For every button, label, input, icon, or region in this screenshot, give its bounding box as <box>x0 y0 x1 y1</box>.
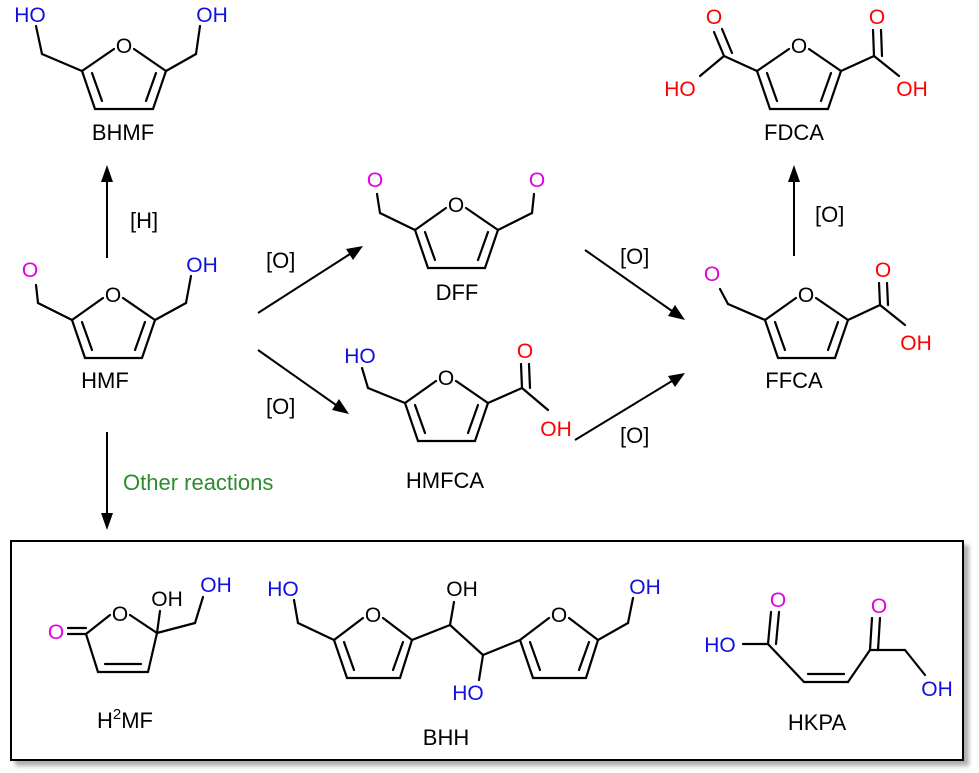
fdca-carbonyl-oxygen-right: O <box>869 6 885 29</box>
arrow-hmf-to-hmfca-head <box>332 399 349 414</box>
h2mf-hydroxyl-chain: OH <box>200 574 232 597</box>
hmf-ring-oxygen: O <box>105 284 121 307</box>
hkpa-acid-hydroxyl: HO <box>704 634 736 657</box>
arrow-hmf-to-bhmf-head <box>101 165 113 182</box>
fdca-acid-hydroxyl-left: HO <box>664 78 696 101</box>
bhmf-structure <box>34 24 202 111</box>
h2mf-hydroxyl-ring: OH <box>151 588 183 611</box>
ffca-acid-hydroxyl: OH <box>900 332 932 355</box>
arrow-ffca-to-fdca-head <box>788 165 800 182</box>
h2mf-structure <box>66 595 205 674</box>
ffca-label: FFCA <box>765 368 823 393</box>
hmfca-ring-oxygen: O <box>438 367 454 390</box>
hkpa-hydroxyl: OH <box>921 678 953 701</box>
bhmf-hydroxyl-left: HO <box>14 4 46 27</box>
ffca-ring-oxygen: O <box>798 284 814 307</box>
hmfca-hydroxyl: HO <box>344 345 376 368</box>
reagent-oxidation-hmf-dff: [O] <box>266 248 295 273</box>
arrow-hmf-to-hmfca <box>257 349 337 406</box>
reagent-reduction: [H] <box>130 208 158 233</box>
h2mf-carbonyl-oxygen: O <box>48 621 64 644</box>
dff-structure <box>375 192 536 270</box>
bhh-structure <box>292 596 635 682</box>
dff-ring-oxygen: O <box>448 194 464 217</box>
h2mf-ring-oxygen: O <box>112 603 128 626</box>
arrow-hmfca-to-ffca <box>574 380 673 441</box>
hkpa-label: HKPA <box>788 710 847 735</box>
hmfca-acid-carbonyl-oxygen: O <box>517 340 533 363</box>
h2mf-label-prefix: H <box>97 708 113 733</box>
bhh-hydroxyl-linker-bottom: HO <box>452 682 484 705</box>
fdca-ring-oxygen: O <box>791 35 807 58</box>
fdca-acid-hydroxyl-right: OH <box>896 78 928 101</box>
arrow-dff-to-ffca-head <box>668 305 685 320</box>
reagent-other-reactions: Other reactions <box>123 470 273 495</box>
ffca-acid-carbonyl-oxygen: O <box>875 259 891 282</box>
hmfca-structure <box>360 362 550 443</box>
bhh-ring-oxygen-right: O <box>551 604 567 627</box>
hmf-label: HMF <box>81 368 129 393</box>
hmf-aldehyde-oxygen: O <box>22 259 38 282</box>
fdca-carbonyl-oxygen-left: O <box>706 6 722 29</box>
hkpa-structure <box>741 610 927 684</box>
arrow-hmf-to-others-head <box>101 513 113 530</box>
dff-label: DFF <box>436 280 479 305</box>
bhh-hydroxyl-linker-top: OH <box>446 578 478 601</box>
dff-aldehyde-oxygen-right: O <box>529 169 545 192</box>
arrow-hmfca-to-ffca-head <box>668 373 685 387</box>
reagent-oxidation-hmfca-ffca: [O] <box>620 423 649 448</box>
ffca-aldehyde-oxygen: O <box>704 263 720 286</box>
h2mf-label-superscript: 2 <box>113 706 121 723</box>
reagent-oxidation-dff-ffca: [O] <box>620 244 649 269</box>
arrow-hmf-to-dff <box>257 253 351 314</box>
hmf-structure <box>34 274 193 360</box>
bhh-hydroxyl-left: HO <box>267 578 299 601</box>
bhh-label: BHH <box>423 725 469 750</box>
fdca-structure <box>698 27 901 111</box>
hmf-hydroxyl: OH <box>186 254 218 277</box>
arrow-dff-to-ffca <box>584 249 673 312</box>
h2mf-label: H2MF <box>97 706 153 733</box>
bhmf-ring-oxygen: O <box>116 35 132 58</box>
hmfca-label: HMFCA <box>406 468 485 493</box>
bhmf-label: BHMF <box>92 120 154 145</box>
fdca-label: FDCA <box>764 120 824 145</box>
ffca-structure <box>718 281 907 360</box>
bhh-hydroxyl-right: OH <box>629 576 661 599</box>
arrow-hmf-to-dff-head <box>346 246 363 260</box>
bhh-ring-oxygen-left: O <box>365 604 381 627</box>
hkpa-ketone-oxygen: O <box>871 595 887 618</box>
h2mf-label-suffix: MF <box>121 708 153 733</box>
dff-aldehyde-oxygen-left: O <box>367 169 383 192</box>
reagent-oxidation-hmf-hmfca: [O] <box>266 394 295 419</box>
side-products-box <box>10 540 964 761</box>
hmfca-acid-hydroxyl: OH <box>540 418 572 441</box>
bhmf-hydroxyl-right: OH <box>196 4 228 27</box>
hkpa-acid-carbonyl-oxygen: O <box>770 589 786 612</box>
reagent-oxidation-ffca-fdca: [O] <box>815 202 844 227</box>
